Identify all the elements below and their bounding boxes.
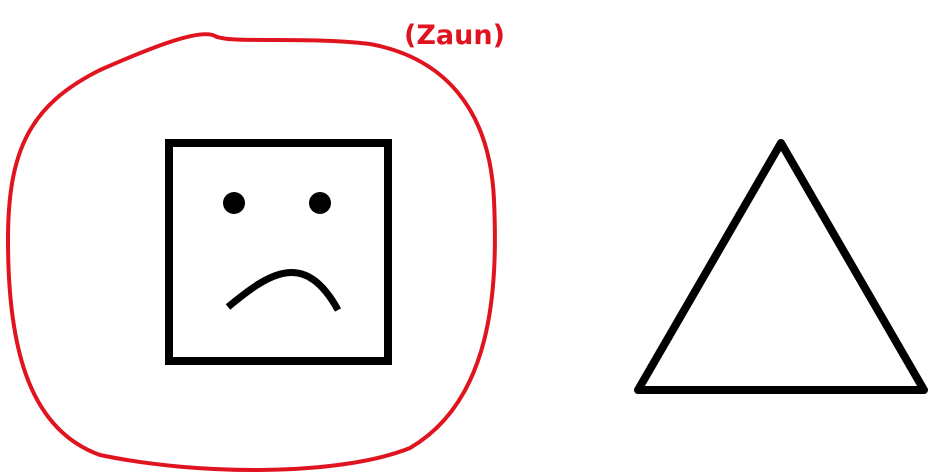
frown-mouth xyxy=(225,269,342,312)
fence-outline xyxy=(6,32,497,472)
fence-label: (Zaun) xyxy=(404,20,505,51)
left-eye xyxy=(223,192,245,214)
triangle-outline xyxy=(634,139,928,394)
square-outline xyxy=(165,139,392,365)
right-eye xyxy=(309,192,331,214)
sad-face-square xyxy=(165,139,392,365)
